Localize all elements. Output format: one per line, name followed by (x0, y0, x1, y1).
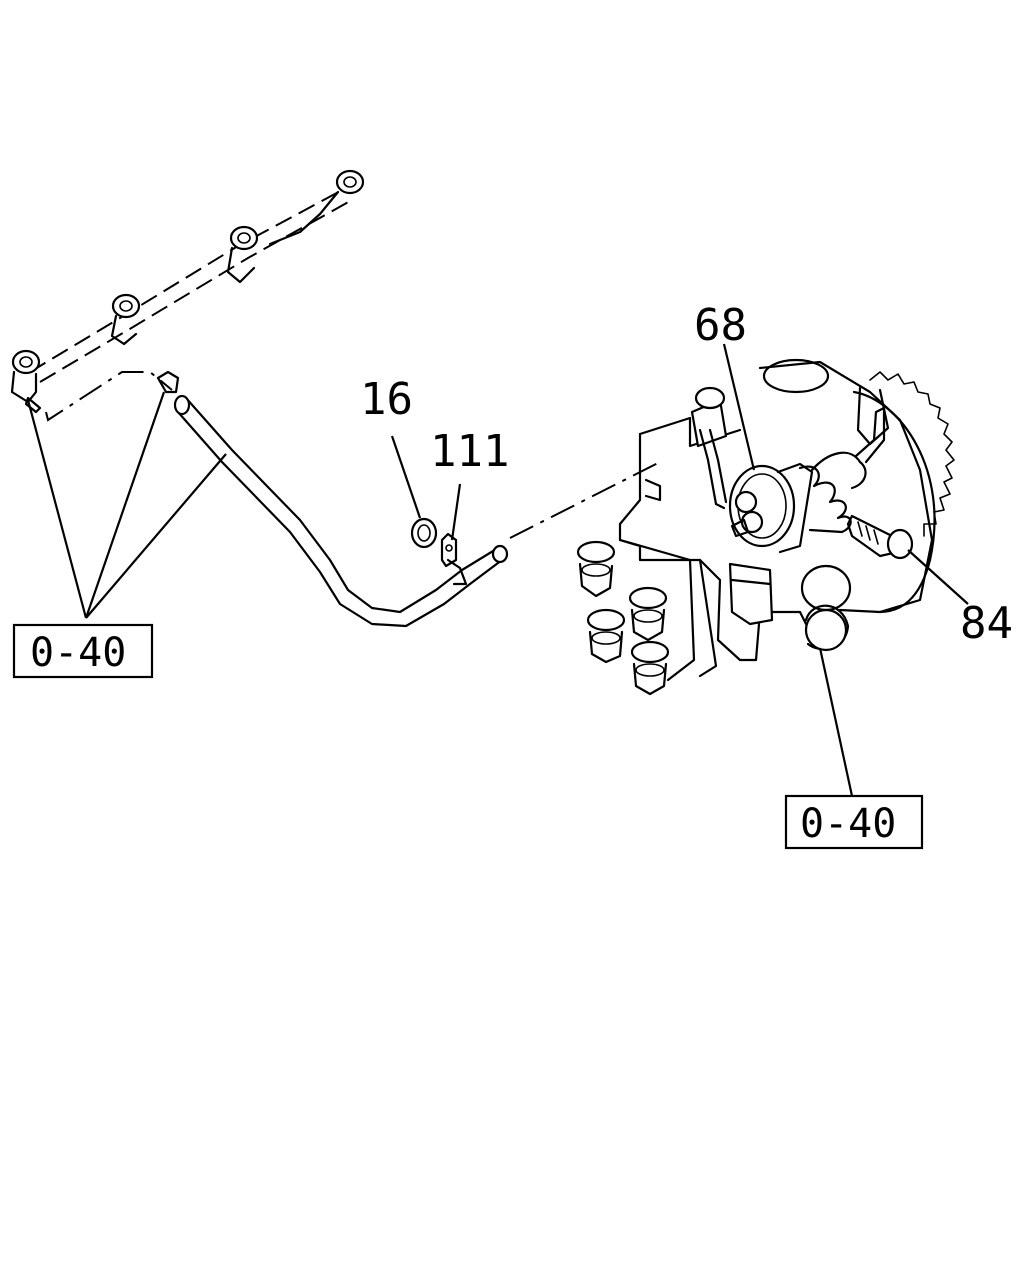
assembly-line-pump (509, 461, 661, 539)
callout-84: 84 (960, 598, 1013, 649)
rail-fitting-2 (110, 293, 141, 346)
clip-part-111 (440, 532, 468, 586)
leader-68 (722, 343, 756, 471)
delivery-valve-2 (586, 608, 626, 664)
delivery-valve-3 (628, 586, 668, 642)
rail-fitting-4 (268, 169, 365, 246)
bolt-part-84 (846, 514, 914, 560)
rail-fitting-1 (10, 349, 41, 404)
leader-84 (907, 549, 969, 605)
delivery-valve-4 (630, 640, 670, 696)
leader-16 (390, 435, 422, 519)
reference-right-label: 0-40 (800, 801, 896, 847)
rail-fitting-3 (226, 225, 259, 284)
assembly-line-rail (45, 371, 173, 422)
leader-right-reference (818, 647, 854, 797)
leaders-left-reference (26, 391, 227, 619)
reference-left-label: 0-40 (30, 630, 126, 676)
fuel-return-pipe (156, 370, 509, 628)
gasket-part-16 (410, 517, 438, 549)
delivery-valve-1 (576, 540, 616, 598)
callout-111: 111 (430, 426, 509, 477)
callout-68: 68 (694, 300, 747, 351)
leak-off-rail (10, 169, 365, 414)
boost-compensator-part-68 (728, 406, 886, 554)
callout-16: 16 (360, 374, 413, 425)
injection-pump (576, 358, 955, 696)
reference-box-right[interactable]: 0-40 (784, 794, 924, 850)
leader-111 (450, 483, 462, 541)
reference-box-left[interactable]: 0-40 (12, 623, 154, 679)
